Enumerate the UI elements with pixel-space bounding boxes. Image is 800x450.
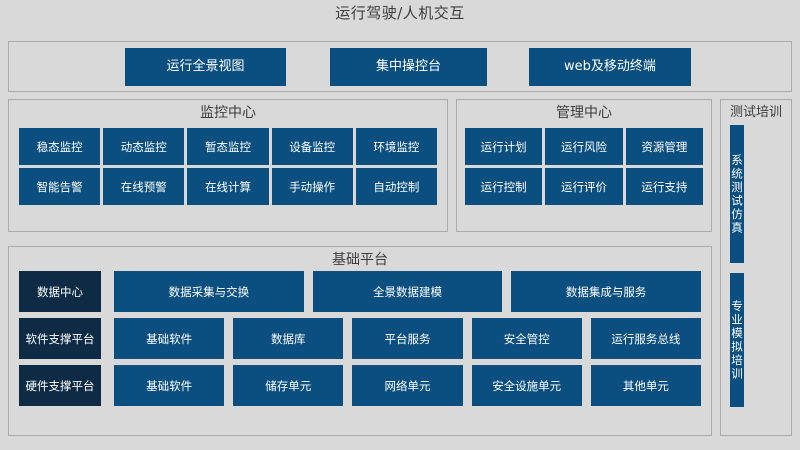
monitor-item-smart-alarm[interactable]: 智能告警 bbox=[19, 168, 101, 205]
management-center-row-1: 运行计划 运行风险 资源管理 bbox=[457, 128, 711, 165]
access-layer-row: 运行全景视图 集中操控台 web及移动终端 bbox=[9, 42, 791, 91]
training-column-items: 系统测试仿真 专业模拟培训 bbox=[721, 121, 791, 407]
base-cell-basic-software-hw[interactable]: 基础软件 bbox=[114, 365, 225, 406]
base-row-cells-hardware-support: 基础软件 储存单元 网络单元 安全设施单元 其他单元 bbox=[114, 365, 701, 406]
management-center-panel: 管理中心 运行计划 运行风险 资源管理 运行控制 运行评价 运行支持 bbox=[456, 99, 712, 232]
management-center-row-2: 运行控制 运行评价 运行支持 bbox=[457, 168, 711, 205]
base-cell-network-unit[interactable]: 网络单元 bbox=[352, 365, 463, 406]
monitor-item-device[interactable]: 设备监控 bbox=[271, 128, 353, 165]
base-row-label-software-support[interactable]: 软件支撑平台 bbox=[19, 318, 101, 359]
access-item-web-mobile-terminal[interactable]: web及移动终端 bbox=[529, 47, 691, 86]
monitor-item-steady-state[interactable]: 稳态监控 bbox=[19, 128, 101, 165]
base-cell-basic-software[interactable]: 基础软件 bbox=[114, 318, 225, 359]
training-item-system-test-simulation[interactable]: 系统测试仿真 bbox=[730, 125, 744, 263]
base-cell-database[interactable]: 数据库 bbox=[233, 318, 344, 359]
monitor-item-auto-control[interactable]: 自动控制 bbox=[355, 168, 437, 205]
monitor-item-dynamic[interactable]: 动态监控 bbox=[103, 128, 185, 165]
access-item-panorama-view[interactable]: 运行全景视图 bbox=[125, 47, 286, 86]
base-cell-data-integration-service[interactable]: 数据集成与服务 bbox=[511, 271, 701, 312]
base-cell-operation-service-bus[interactable]: 运行服务总线 bbox=[590, 318, 701, 359]
monitor-center-title: 监控中心 bbox=[200, 105, 256, 121]
base-platform-title: 基础平台 bbox=[332, 252, 388, 268]
base-row-cells-software-support: 基础软件 数据库 平台服务 安全管控 运行服务总线 bbox=[114, 318, 701, 359]
management-item-operation-evaluation[interactable]: 运行评价 bbox=[545, 168, 623, 205]
base-cell-security-facility-unit[interactable]: 安全设施单元 bbox=[471, 365, 582, 406]
base-platform-panel: 基础平台 数据中心 数据采集与交换 全景数据建模 数据集成与服务 软件支撑平台 … bbox=[8, 246, 712, 436]
access-item-central-console[interactable]: 集中操控台 bbox=[330, 47, 487, 86]
monitor-item-online-warning[interactable]: 在线预警 bbox=[103, 168, 185, 205]
base-row-label-hardware-support[interactable]: 硬件支撑平台 bbox=[19, 365, 101, 406]
monitor-item-online-calculation[interactable]: 在线计算 bbox=[187, 168, 269, 205]
base-platform-row-hardware-support: 硬件支撑平台 基础软件 储存单元 网络单元 安全设施单元 其他单元 bbox=[19, 365, 701, 406]
monitor-item-environment[interactable]: 环境监控 bbox=[355, 128, 437, 165]
base-platform-row-data-center: 数据中心 数据采集与交换 全景数据建模 数据集成与服务 bbox=[19, 271, 701, 312]
management-center-title: 管理中心 bbox=[556, 105, 612, 121]
monitor-item-transient[interactable]: 暂态监控 bbox=[187, 128, 269, 165]
base-cell-platform-service[interactable]: 平台服务 bbox=[352, 318, 463, 359]
base-cell-security-management[interactable]: 安全管控 bbox=[471, 318, 582, 359]
base-row-label-data-center[interactable]: 数据中心 bbox=[19, 271, 101, 312]
training-column-title: 测试培训 bbox=[729, 105, 782, 120]
monitor-center-row-2: 智能告警 在线预警 在线计算 手动操作 自动控制 bbox=[9, 168, 447, 205]
base-platform-rows: 数据中心 数据采集与交换 全景数据建模 数据集成与服务 软件支撑平台 基础软件 … bbox=[9, 269, 711, 406]
monitor-center-panel: 监控中心 稳态监控 动态监控 暂态监控 设备监控 环境监控 智能告警 在线预警 … bbox=[8, 99, 448, 232]
management-item-resource-management[interactable]: 资源管理 bbox=[625, 128, 703, 165]
access-layer-panel: 运行全景视图 集中操控台 web及移动终端 bbox=[8, 41, 792, 92]
base-row-cells-data-center: 数据采集与交换 全景数据建模 数据集成与服务 bbox=[114, 271, 701, 312]
base-platform-row-software-support: 软件支撑平台 基础软件 数据库 平台服务 安全管控 运行服务总线 bbox=[19, 318, 701, 359]
base-cell-panoramic-data-modeling[interactable]: 全景数据建模 bbox=[312, 271, 503, 312]
management-item-operation-risk[interactable]: 运行风险 bbox=[545, 128, 623, 165]
base-cell-other-unit[interactable]: 其他单元 bbox=[590, 365, 701, 406]
monitor-center-row-1: 稳态监控 动态监控 暂态监控 设备监控 环境监控 bbox=[9, 128, 447, 165]
monitor-item-manual-operation[interactable]: 手动操作 bbox=[271, 168, 353, 205]
training-item-professional-simulation-training[interactable]: 专业模拟培训 bbox=[730, 273, 744, 407]
management-item-operation-control[interactable]: 运行控制 bbox=[465, 168, 543, 205]
base-cell-storage-unit[interactable]: 储存单元 bbox=[233, 365, 344, 406]
base-cell-data-acquisition-exchange[interactable]: 数据采集与交换 bbox=[114, 271, 304, 312]
page-title: 运行驾驶/人机交互 bbox=[335, 4, 465, 22]
management-item-operation-support[interactable]: 运行支持 bbox=[625, 168, 703, 205]
management-item-operation-plan[interactable]: 运行计划 bbox=[465, 128, 543, 165]
training-column-panel: 测试培训 系统测试仿真 专业模拟培训 bbox=[720, 99, 792, 436]
